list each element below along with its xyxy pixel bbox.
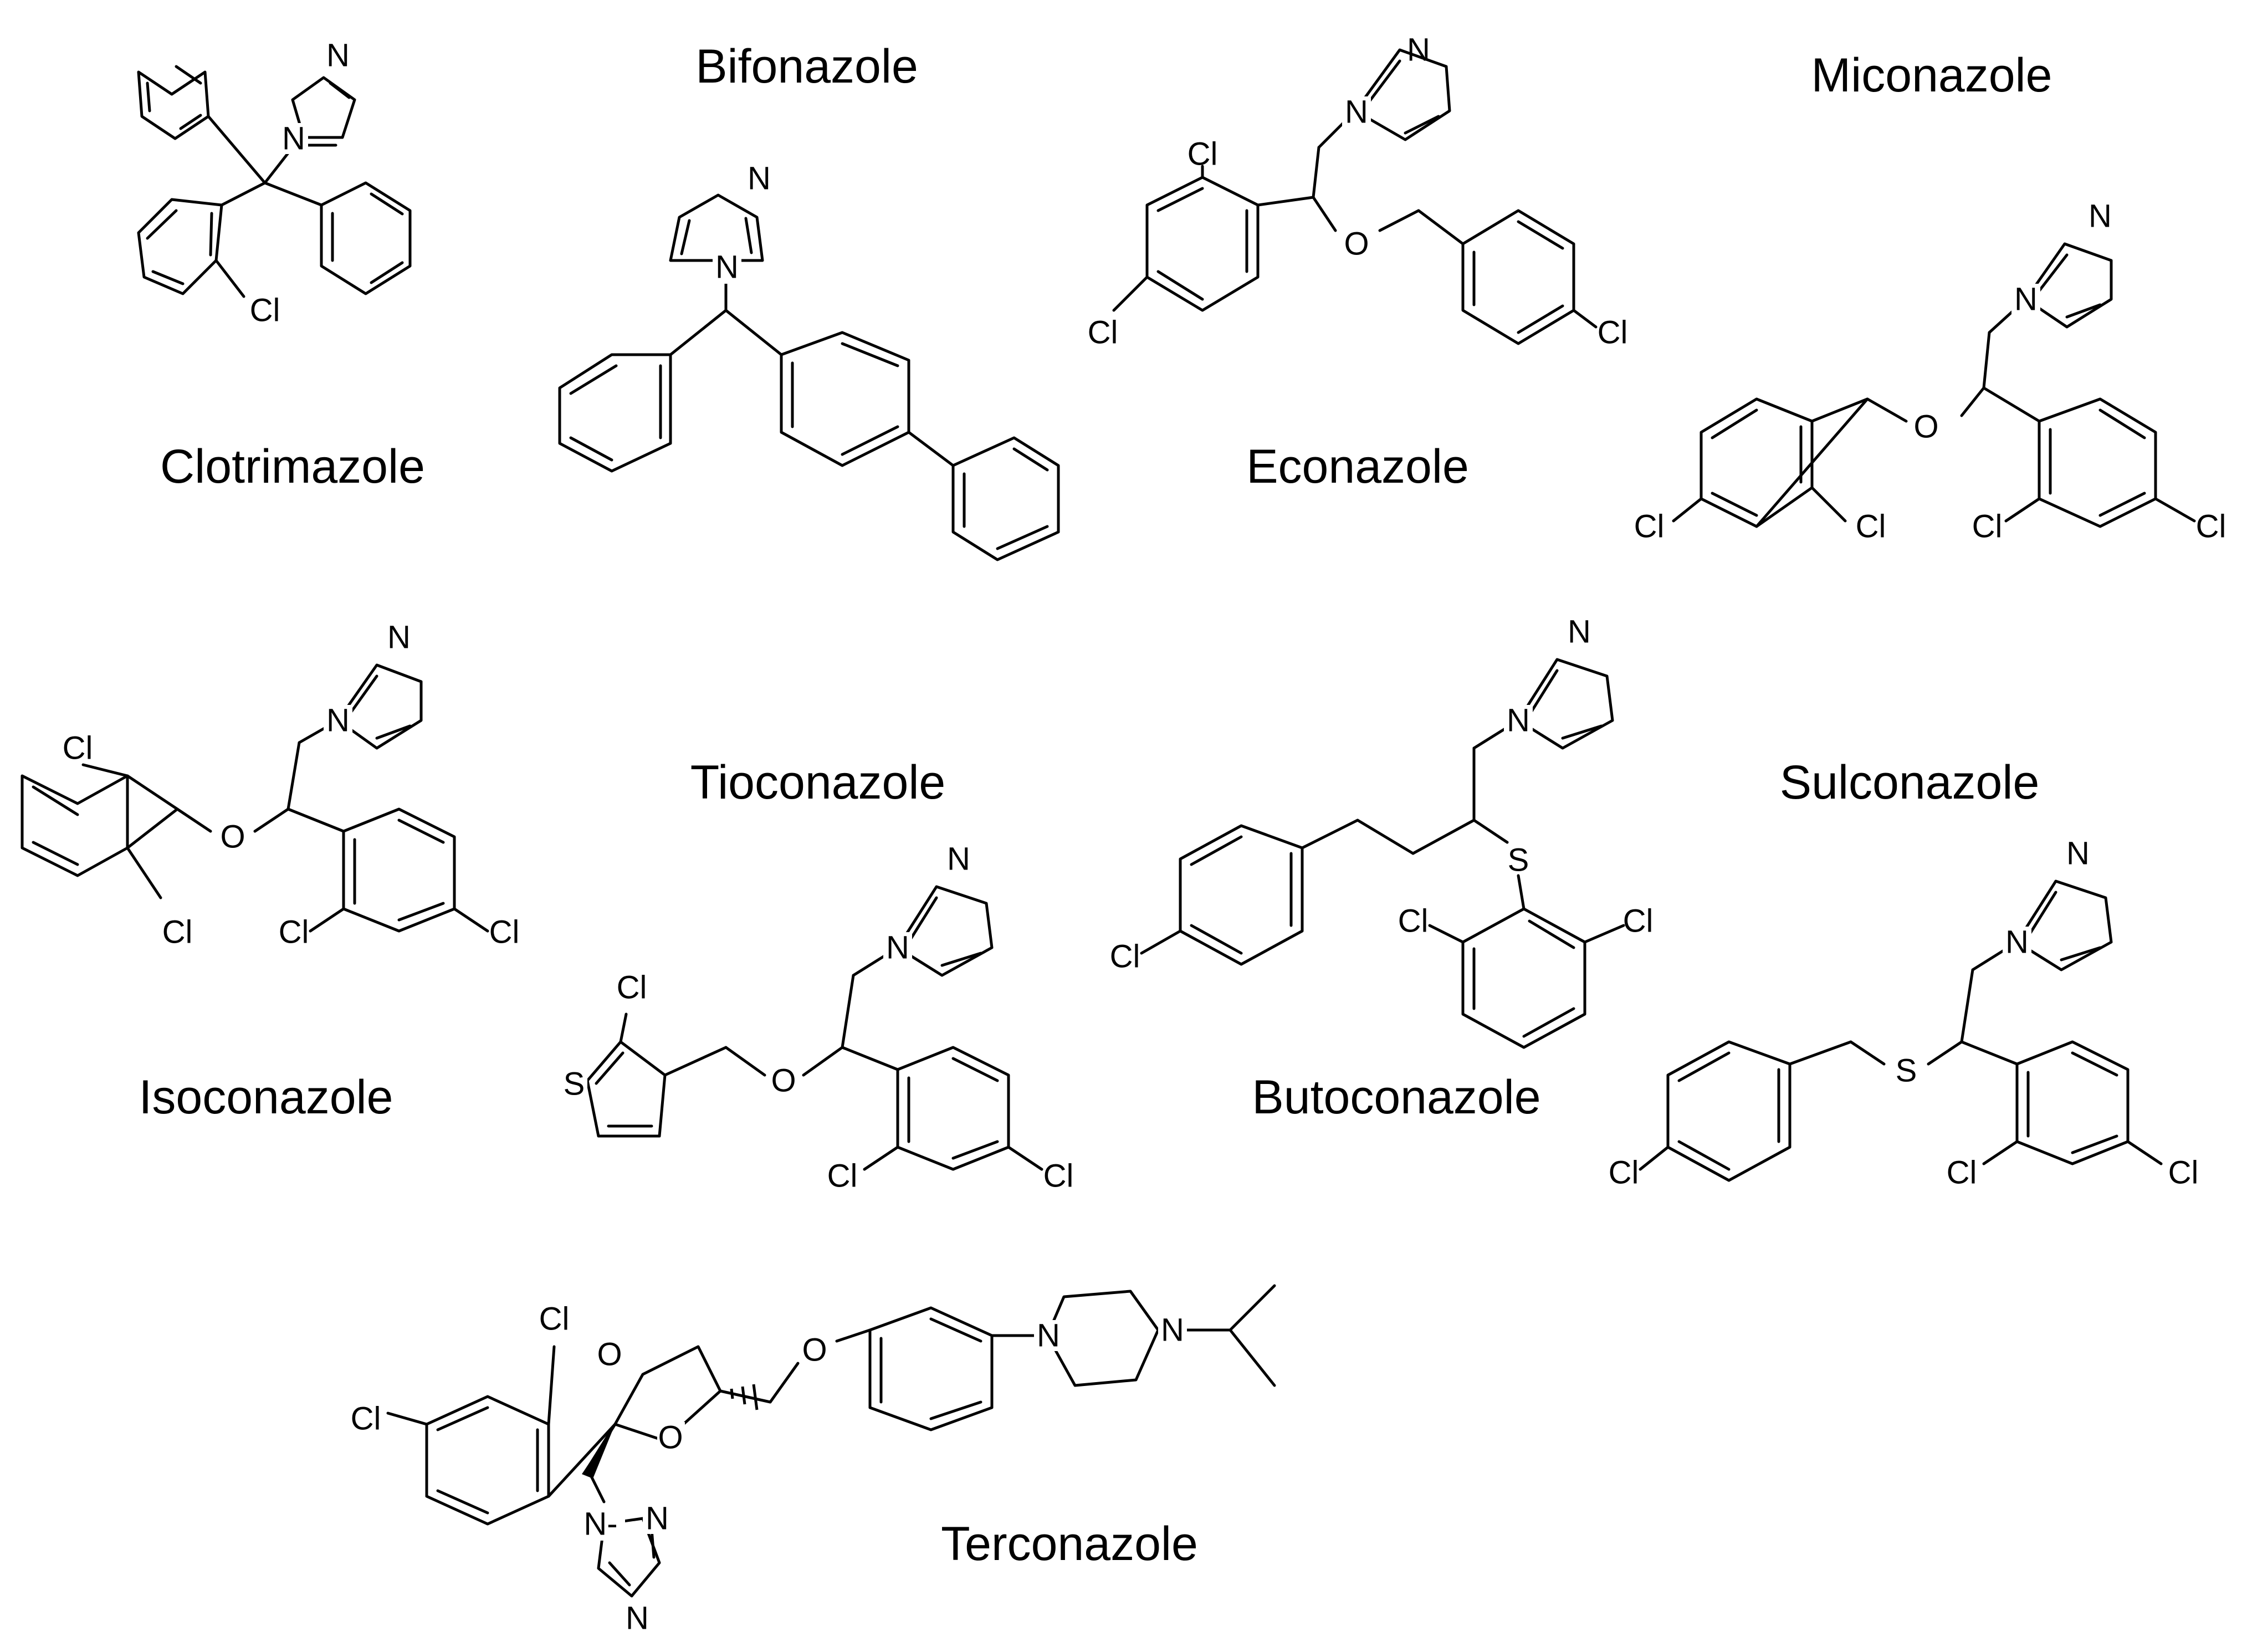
atom-cl: Cl <box>279 914 309 950</box>
atom-n: N <box>2066 836 2090 872</box>
atom-n: N <box>1161 1312 1184 1348</box>
molecule-tioconazole: N N O Cl S Cl Cl Tioconazole <box>563 756 1073 1194</box>
atom-n: N <box>715 249 739 285</box>
atom-n: N <box>748 161 771 197</box>
atom-n: N <box>626 1600 649 1636</box>
molecule-butoconazole: N N S Cl Cl Cl Butoconazole <box>1110 614 1654 1124</box>
atom-n: N <box>2005 924 2029 960</box>
atom-n: N <box>947 841 970 877</box>
atom-n: N <box>1345 94 1368 130</box>
atom-cl: Cl <box>351 1401 381 1437</box>
atom-cl: Cl <box>1110 939 1140 975</box>
molecule-name-econazole: Econazole <box>1246 440 1469 493</box>
atom-s: S <box>1896 1053 1917 1089</box>
molecule-sulconazole: N N S Cl Cl Cl Sulconazole <box>1609 756 2199 1191</box>
atom-cl: Cl <box>827 1158 858 1194</box>
atom-o: O <box>1913 409 1938 445</box>
molecule-name-sulconazole: Sulconazole <box>1780 756 2040 809</box>
atom-cl: Cl <box>617 970 647 1006</box>
atom-n: N <box>646 1501 669 1537</box>
atom-cl: Cl <box>2196 509 2226 545</box>
atom-n: N <box>387 620 411 656</box>
atom-cl: Cl <box>1598 315 1628 351</box>
atom-cl: Cl <box>2168 1155 2199 1191</box>
atom-n: N <box>1037 1318 1060 1354</box>
molecule-econazole: N N Cl Cl O Cl Econazole <box>1088 32 1628 494</box>
molecule-miconazole: N N O Cl Cl Cl Cl Miconazole <box>1634 49 2226 545</box>
atom-cl: Cl <box>1623 903 1654 939</box>
atom-s: S <box>1508 842 1529 878</box>
atom-cl: Cl <box>1634 509 1665 545</box>
atom-cl: Cl <box>250 293 280 329</box>
atom-n: N <box>282 121 305 157</box>
atom-o: O <box>220 819 245 855</box>
atom-n: N <box>2014 282 2038 318</box>
molecule-clotrimazole: N N Cl Clotrimazole <box>137 38 425 493</box>
molecule-name-butoconazole: Butoconazole <box>1252 1071 1540 1124</box>
atom-n: N <box>1507 703 1530 739</box>
atom-n: N <box>2089 198 2112 234</box>
molecule-name-bifonazole: Bifonazole <box>695 40 918 93</box>
atom-cl: Cl <box>1972 509 2003 545</box>
molecule-name-isoconazole: Isoconazole <box>139 1071 393 1124</box>
atom-s: S <box>564 1066 585 1102</box>
atom-cl: Cl <box>162 914 193 950</box>
atom-n: N <box>326 38 350 74</box>
atom-o: O <box>771 1063 796 1099</box>
atom-o: O <box>1344 226 1369 262</box>
atom-n: N- <box>583 1506 617 1542</box>
atom-cl: Cl <box>63 730 93 766</box>
atom-o: O <box>597 1337 622 1373</box>
atom-n: N <box>326 703 350 739</box>
atom-cl: Cl <box>489 914 520 950</box>
molecule-isoconazole: N N O Cl Cl Cl Cl Isoconazole <box>21 620 520 1124</box>
atom-n: N <box>1407 32 1430 68</box>
molecule-name-clotrimazole: Clotrimazole <box>160 440 425 493</box>
atom-cl: Cl <box>1088 315 1118 351</box>
molecule-name-tioconazole: Tioconazole <box>690 756 946 809</box>
atom-n: N <box>1568 614 1591 650</box>
atom-cl: Cl <box>1609 1155 1639 1191</box>
atom-n: N <box>886 930 909 966</box>
molecule-terconazole: Cl Cl O O O N N N- N N Terconazole <box>351 1284 1276 1636</box>
atom-cl: Cl <box>1398 903 1429 939</box>
molecule-name-terconazole: Terconazole <box>941 1517 1198 1571</box>
atom-o: O <box>658 1420 683 1456</box>
atom-cl: Cl <box>539 1301 570 1337</box>
atom-cl: Cl <box>1856 509 1886 545</box>
atom-o: O <box>802 1332 827 1368</box>
atom-cl: Cl <box>1187 136 1218 172</box>
atom-cl: Cl <box>1947 1155 1977 1191</box>
molecule-name-miconazole: Miconazole <box>1811 49 2052 102</box>
molecule-bifonazole: N N Bifonazole <box>558 40 1060 561</box>
atom-cl: Cl <box>1043 1158 1074 1194</box>
